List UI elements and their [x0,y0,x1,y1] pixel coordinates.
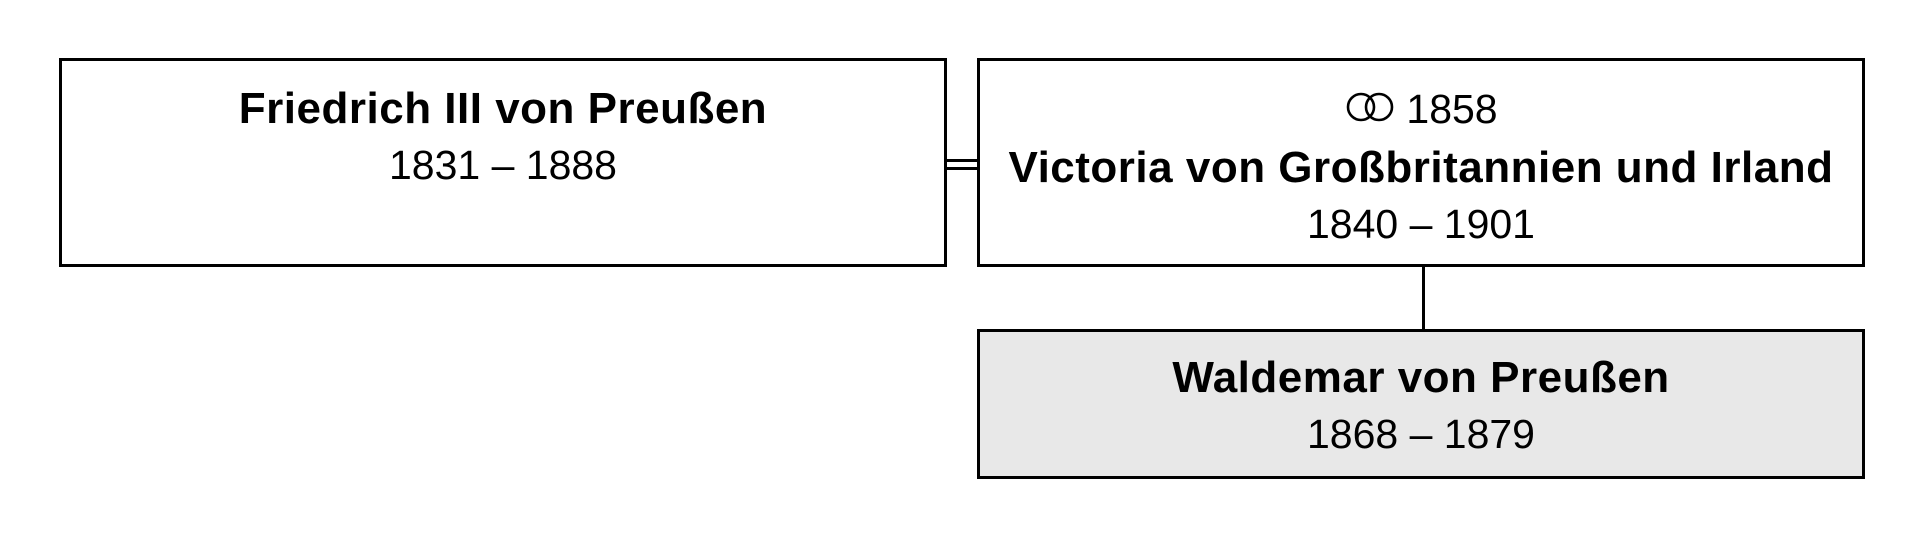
marriage-connector-line [947,167,977,170]
person-box-mother: 1858 Victoria von Großbritannien und Irl… [977,58,1865,267]
person-name: Victoria von Großbritannien und Irland [1008,143,1834,193]
person-box-child: Waldemar von Preußen 1868 – 1879 [977,329,1865,479]
interlocking-rings-icon [1344,81,1396,137]
person-dates: 1868 – 1879 [1306,411,1535,457]
person-name: Waldemar von Preußen [1172,353,1670,402]
person-box-father: Friedrich III von Preußen 1831 – 1888 [59,58,947,267]
marriage-year: 1858 [1406,86,1498,132]
person-dates: 1840 – 1901 [1306,201,1535,248]
descent-connector-line [1422,267,1425,329]
marriage-info: 1858 [980,81,1862,140]
person-dates: 1831 – 1888 [388,142,617,188]
marriage-connector-line [947,159,977,162]
person-name: Friedrich III von Preußen [238,84,768,133]
